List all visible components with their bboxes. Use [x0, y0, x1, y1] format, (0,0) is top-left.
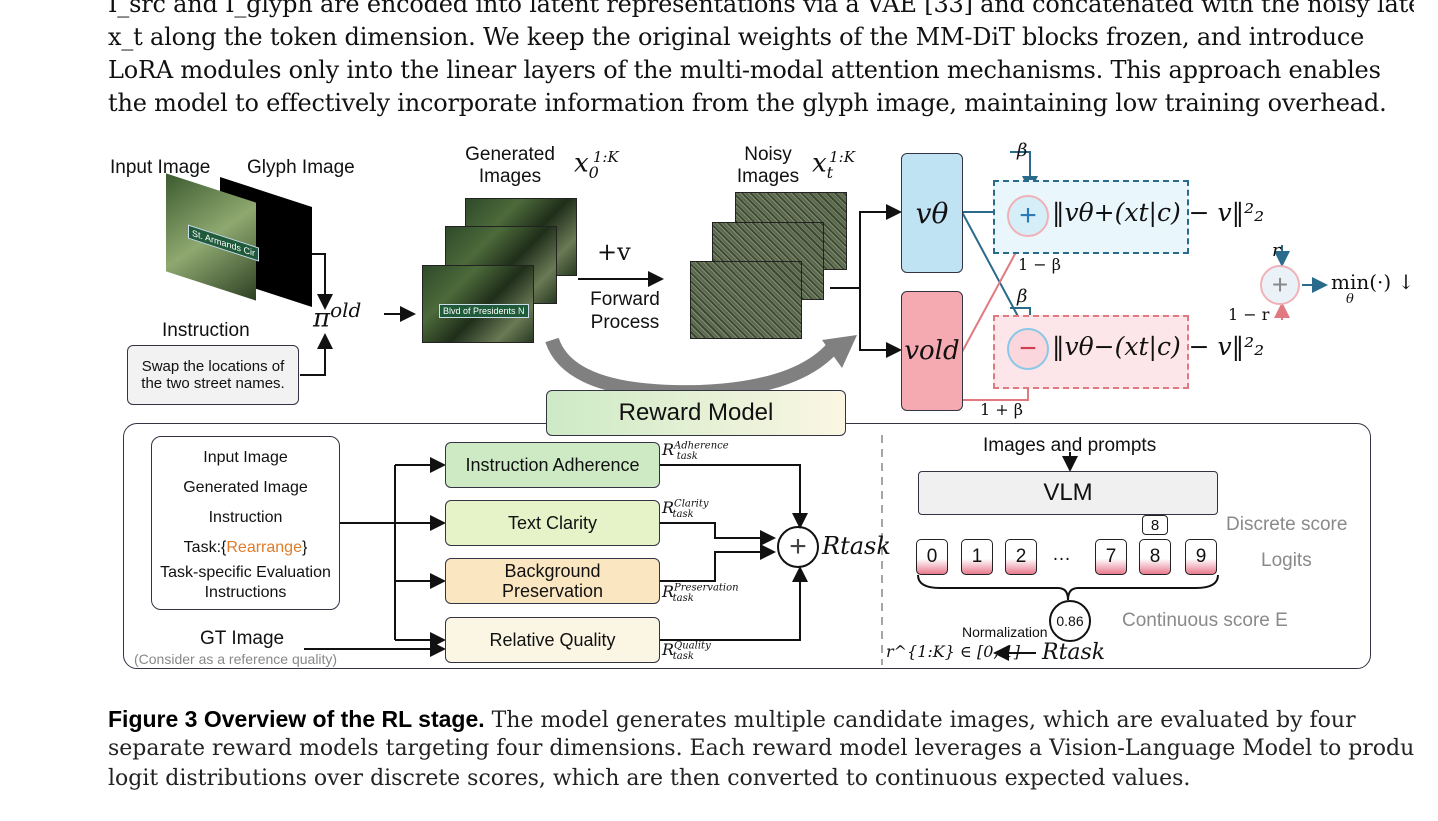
task-item: Task:{Rearrange} — [183, 539, 308, 556]
reward-model-title: Reward Model — [546, 390, 846, 436]
score-1: 1 — [961, 539, 993, 575]
paragraph-line: x_t along the token dimension. We keep t… — [108, 23, 1365, 51]
min-subscript: θ — [1346, 292, 1354, 307]
positive-loss: ‖vθ+(xt|c) − v‖²₂ — [1052, 198, 1265, 227]
street-sign: Blvd of Presidents N — [439, 304, 529, 318]
one-minus-beta: 1 − β — [1018, 255, 1062, 274]
instruction-label: Instruction — [162, 320, 250, 341]
noisy-images-label: Noisy Images — [736, 144, 800, 187]
r-adherence: RAdherencetask — [662, 440, 729, 463]
r-task: Rtask — [822, 532, 891, 560]
score-0: 0 — [916, 539, 948, 575]
forward-process-label: Forward Process — [590, 289, 660, 333]
one-plus-beta: 1 + β — [980, 400, 1024, 419]
caption-label: Figure 3 Overview of the RL stage. — [108, 706, 485, 732]
input-image-label: Input Image — [110, 157, 211, 178]
sum-circle: + — [777, 526, 819, 568]
glyph-image-label: Glyph Image — [247, 157, 355, 178]
discrete-score-label: Discrete score — [1226, 514, 1348, 535]
r-clarity: RClaritytask — [662, 498, 709, 521]
score-ellipsis: … — [1052, 544, 1071, 565]
plus-v: +v — [597, 238, 631, 266]
score-2: 2 — [1005, 539, 1037, 575]
gt-image-label: GT Image — [200, 628, 285, 649]
generated-images-label: Generated Images — [465, 144, 555, 187]
reward-text-clarity: Text Clarity — [445, 500, 660, 546]
negative-loss: ‖vθ−(xt|c) − v‖²₂ — [1052, 332, 1265, 361]
street-sign: St. Armands Cir — [188, 224, 260, 262]
paragraph-line: the model to effectively incorporate inf… — [108, 89, 1387, 117]
v-theta-label: vθ — [915, 196, 949, 230]
reward-background-preservation: Background Preservation — [445, 558, 660, 604]
v-theta-network: vθ — [901, 153, 963, 273]
policy-old: πold — [313, 298, 362, 334]
instruction-text: Swap the locations of the two street nam… — [141, 358, 285, 392]
rl-stage-figure: Input Image Glyph Image St. Armands Cir … — [100, 130, 1430, 675]
paragraph-line: I_src and I_glyph are encoded into laten… — [108, 0, 1414, 18]
r-task-normalized: Rtask — [1042, 640, 1106, 665]
score-7: 7 — [1095, 539, 1127, 575]
v-old-network: vold — [901, 291, 963, 411]
vlm-box: VLM — [918, 471, 1218, 515]
input-item: Instruction — [208, 509, 283, 526]
beta-bottom: β — [1017, 286, 1028, 307]
score-9: 9 — [1185, 539, 1217, 575]
generated-image: Blvd of Presidents N — [422, 265, 534, 343]
images-prompts-label: Images and prompts — [983, 435, 1157, 456]
normalization-label: Normalization — [962, 624, 1048, 640]
logits-label: Logits — [1261, 550, 1312, 571]
selected-score: 8 — [1142, 515, 1168, 535]
inputs-box: Input Image Generated Image Instruction … — [151, 436, 340, 610]
input-item: Generated Image — [183, 479, 308, 496]
reward-instruction-adherence: Instruction Adherence — [445, 442, 660, 488]
score-8: 8 — [1139, 539, 1171, 575]
reward-relative-quality: Relative Quality — [445, 617, 660, 663]
instruction-box: Swap the locations of the two street nam… — [127, 345, 299, 405]
paragraph-line: LoRA modules only into the linear layers… — [108, 56, 1381, 84]
xt-label: xt1:K — [812, 148, 855, 182]
r-quality: RQualitytask — [662, 640, 711, 663]
body-paragraph: I_src and I_glyph are encoded into laten… — [108, 0, 1414, 120]
caption-line: logit distributions over discrete scores… — [108, 766, 1191, 791]
one-minus-r: 1 − r — [1228, 305, 1270, 324]
input-item: Input Image — [203, 449, 288, 466]
task-name: Rearrange — [226, 539, 302, 556]
combine-circle: + — [1260, 265, 1300, 305]
plus-circle: + — [1007, 195, 1049, 237]
gt-note: (Consider as a reference quality) — [134, 651, 338, 667]
reward-model-title-text: Reward Model — [618, 399, 774, 426]
v-old-label: vold — [904, 336, 960, 366]
r-preservation: RPreservationtask — [662, 582, 739, 605]
figure-caption: Figure 3 Overview of the RL stage. The m… — [108, 704, 1414, 794]
minus-circle: − — [1007, 328, 1049, 370]
caption-line: separate reward models targeting four di… — [108, 736, 1414, 761]
x0-label: x01:K — [574, 148, 619, 182]
noisy-image — [690, 261, 802, 339]
input-item: Task-specific Evaluation Instructions — [160, 564, 331, 601]
r-range: r^{1:K} ∈ [0, 1] — [886, 642, 1020, 661]
min-objective: min(·) ↓ — [1331, 270, 1415, 294]
continuous-score-label: Continuous score E — [1122, 610, 1288, 631]
beta-top: β — [1017, 140, 1028, 161]
caption-line: The model generates multiple candidate i… — [491, 708, 1356, 733]
r-weight: r — [1272, 240, 1281, 261]
expected-value-circle: 0.86 — [1049, 600, 1091, 642]
